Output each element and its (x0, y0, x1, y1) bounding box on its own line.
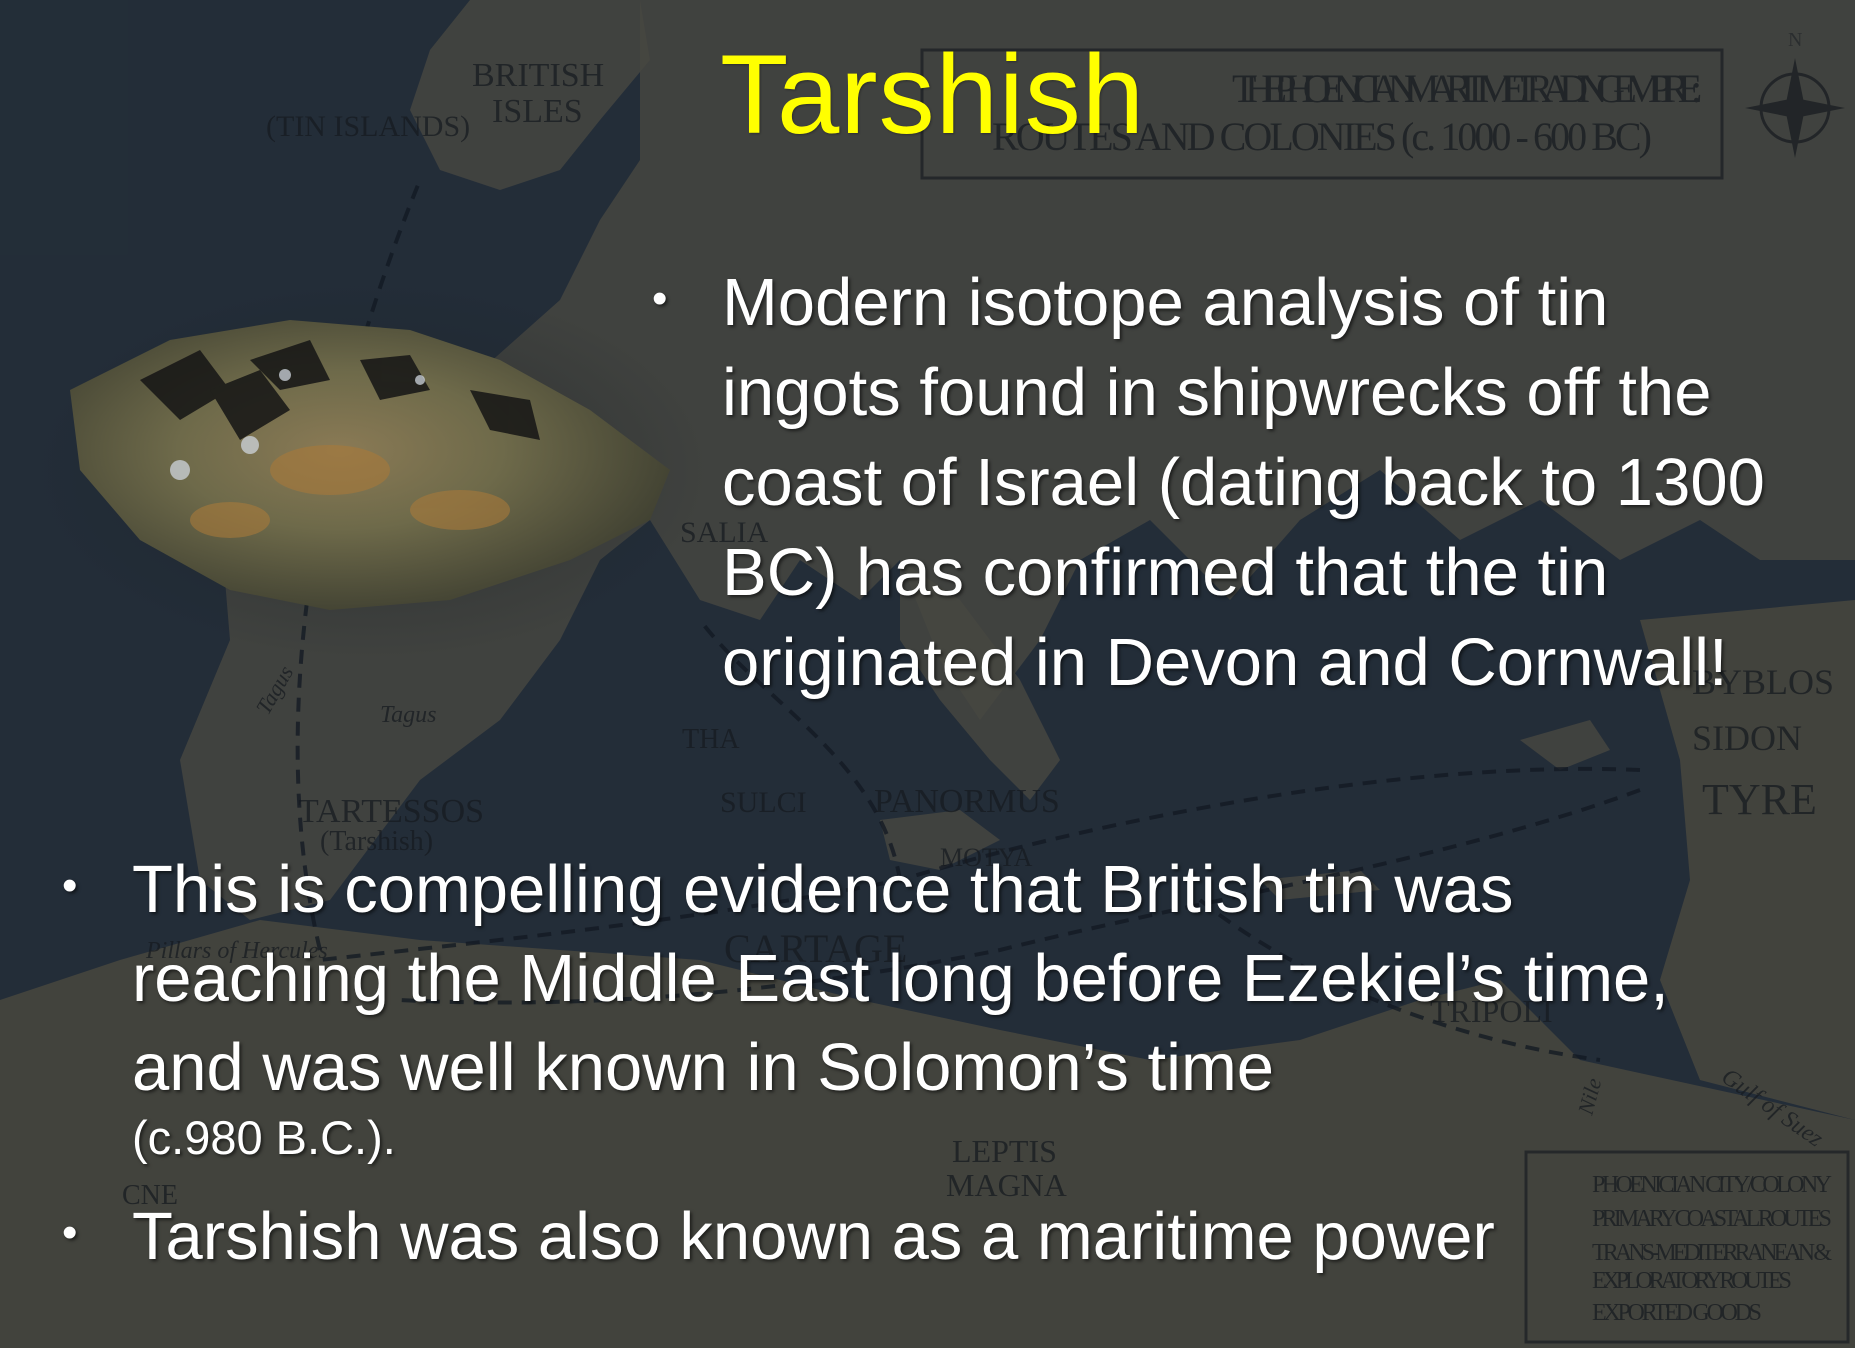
map-label-isles: ISLES (492, 93, 583, 130)
tin-ore-rock-image (30, 280, 710, 660)
map-label-sidon: SIDON (1692, 718, 1802, 758)
legend-item-goods: EXPORTED GOODS (1592, 1300, 1762, 1326)
map-label-tagus-2: Tagus (380, 702, 436, 728)
bullet-compelling-evidence: • This is compelling evidence that Briti… (62, 845, 1772, 1168)
map-label-sulci: SULCI (720, 786, 807, 819)
map-label-cne: CNE (122, 1180, 178, 1211)
map-label-tyre: TYRE (1702, 775, 1817, 824)
map-label-cartage: CARTAGE (724, 926, 907, 971)
map-sicily-land (880, 810, 1000, 870)
slide-title: Tarshish (720, 32, 1146, 157)
map-cyprus-land (1520, 720, 1610, 770)
map-label-british: BRITISH (472, 57, 604, 94)
legend-item-city: PHOENICIAN CITY/COLONY (1592, 1172, 1832, 1198)
bullet-text: Modern isotope analysis of tin ingots fo… (722, 265, 1765, 700)
bullet-point-icon: • (652, 274, 668, 323)
map-africa-land (0, 920, 1855, 1348)
bullet-text: Tarshish was also known as a maritime po… (132, 1199, 1495, 1274)
compass-north-label: N (1788, 29, 1802, 51)
map-italy-land (900, 560, 1060, 800)
legend-item-trans: TRANS-MEDITERRANEAN & (1592, 1240, 1832, 1266)
bullet-point-icon: • (62, 1208, 78, 1257)
map-levant-land (1640, 600, 1855, 1120)
map-trade-routes (295, 179, 1641, 1062)
bullet-maritime-power: • Tarshish was also known as a maritime … (62, 1192, 1772, 1281)
map-label-tha: THA (682, 724, 740, 755)
bullet-point-icon: • (62, 861, 78, 910)
bullet-date-note: (c.980 B.C.). (132, 1111, 396, 1164)
bullet-isotope-analysis: • Modern isotope analysis of tin ingots … (652, 258, 1782, 708)
map-heading-line1: THE PHOENICIAN MARITIME TRADING EMPIRE: (1232, 66, 1702, 111)
map-europe-land (180, 0, 1855, 920)
map-label-tartessos: TARTESSOS (298, 793, 484, 830)
compass-rose-icon: N (1745, 29, 1845, 158)
legend-item-coastal: PRIMARY COASTAL ROUTES (1592, 1206, 1832, 1232)
map-label-motya: MOTYA (940, 843, 1033, 872)
map-label-tin-islands: (TIN ISLANDS) (266, 110, 470, 143)
map-heading-line2: ROUTES AND COLONIES (c. 1000 - 600 BC) (992, 114, 1652, 159)
map-heading-box (920, 48, 1724, 180)
map-label-byblos: BYBLOS (1692, 662, 1834, 702)
map-label-tripoli: TRIPOLI (1430, 993, 1553, 1029)
map-legend: PHOENICIAN CITY/COLONY PRIMARY COASTAL R… (1524, 1150, 1850, 1344)
bullet-text: This is compelling evidence that British… (132, 852, 1669, 1105)
map-label-magna: MAGNA (946, 1167, 1067, 1203)
map-britain-land (410, 0, 650, 190)
map-crete-land (1260, 870, 1380, 900)
map-label-tarshish: (Tarshish) (320, 826, 433, 857)
legend-item-exploratory: EXPLORATORY ROUTES (1592, 1268, 1792, 1294)
map-label-leptis: LEPTIS (952, 1133, 1057, 1169)
map-label-panormus: PANORMUS (874, 783, 1060, 820)
map-label-pillars: Pillars of Hercules (145, 938, 328, 964)
